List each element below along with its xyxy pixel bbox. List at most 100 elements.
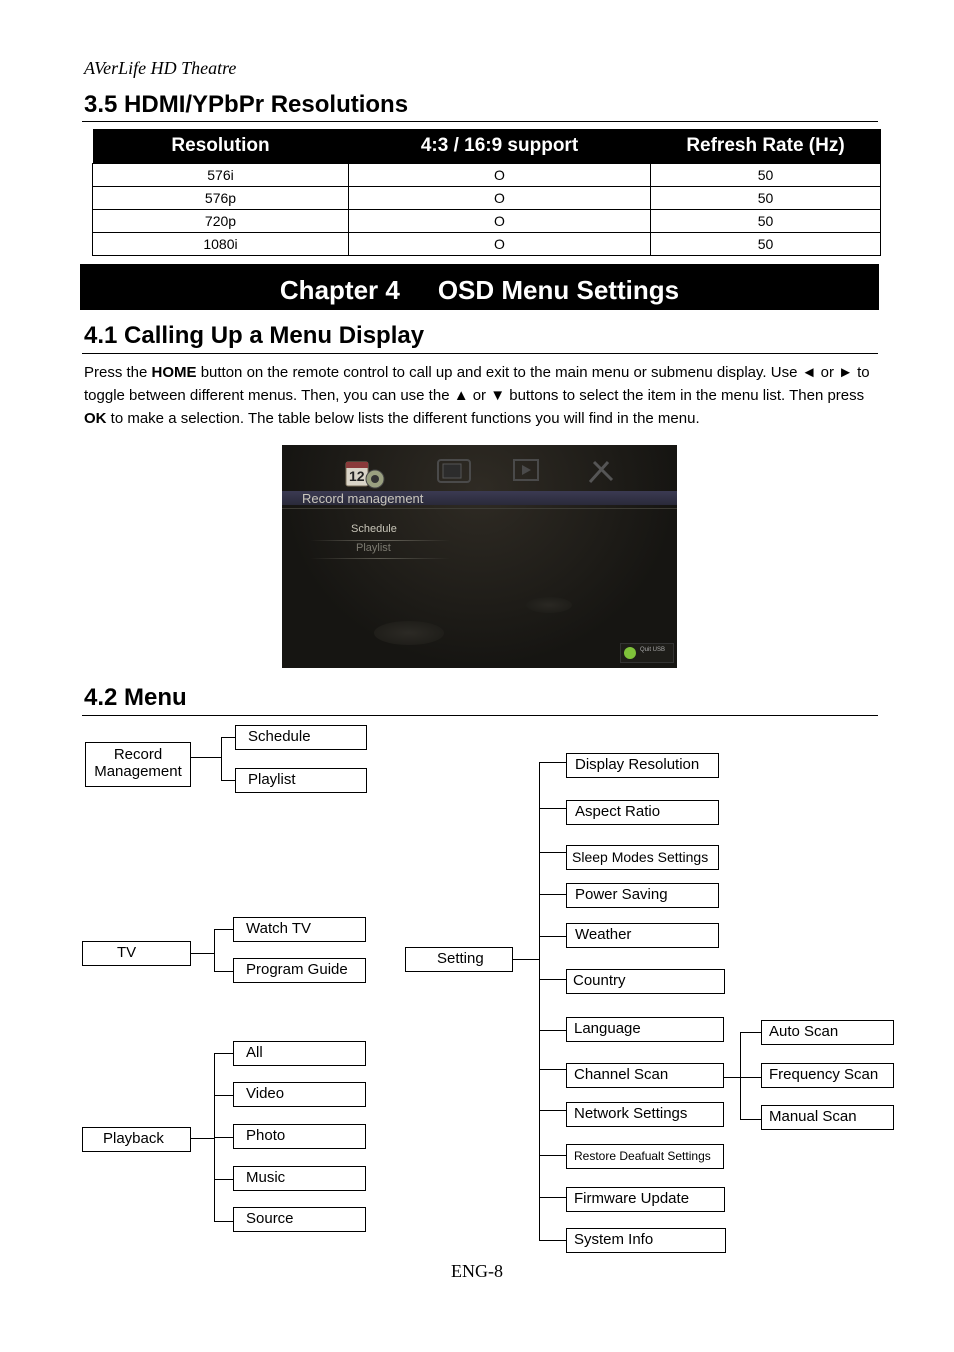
connector xyxy=(539,894,566,895)
section-4-2-title: 4.2 Menu xyxy=(84,684,187,712)
connector xyxy=(539,1197,566,1198)
connector xyxy=(214,1221,233,1222)
text: Press the xyxy=(84,364,152,381)
osd-menu-item-playlist[interactable]: Playlist xyxy=(356,542,391,554)
chapter-number: Chapter 4 xyxy=(280,275,400,305)
playback-icon xyxy=(510,456,550,486)
connector xyxy=(214,1053,233,1054)
tv-icon xyxy=(434,456,474,486)
tree-node-playback: Playback xyxy=(82,1127,191,1152)
tree-node-country: Country xyxy=(566,969,725,994)
table-row: 576i O 50 xyxy=(93,164,881,187)
tree-node-restore-default-settings: Restore Deafualt Settings xyxy=(566,1144,724,1169)
tree-node-network-settings: Network Settings xyxy=(566,1102,724,1127)
tree-node-channel-scan: Channel Scan xyxy=(566,1063,724,1088)
table-cell: 576i xyxy=(93,164,349,187)
tree-node-auto-scan: Auto Scan xyxy=(761,1020,894,1045)
col-header-resolution: Resolution xyxy=(93,129,349,164)
tree-node-schedule: Schedule xyxy=(235,725,367,750)
connector xyxy=(214,1137,233,1138)
tree-node-sleep-modes-settings: Sleep Modes Settings xyxy=(566,845,719,870)
chapter-banner: Chapter 4 OSD Menu Settings xyxy=(80,264,879,310)
table-cell: 1080i xyxy=(93,233,349,256)
table-cell: 50 xyxy=(651,233,881,256)
table-cell: 50 xyxy=(651,187,881,210)
connector xyxy=(740,1077,761,1078)
connector xyxy=(191,953,215,954)
divider xyxy=(282,508,677,509)
col-header-refresh: Refresh Rate (Hz) xyxy=(651,129,881,164)
tree-node-record-management: Record Management xyxy=(85,742,191,787)
text: button on the remote control to call up … xyxy=(84,364,870,404)
connector xyxy=(539,1155,566,1156)
section-rule xyxy=(82,121,878,122)
tree-node-music: Music xyxy=(233,1166,366,1191)
connector xyxy=(539,1110,566,1111)
connector xyxy=(539,762,566,763)
tree-node-setting: Setting xyxy=(405,947,513,972)
decorative-disc xyxy=(526,597,572,613)
tree-node-video: Video xyxy=(233,1082,366,1107)
tree-node-source: Source xyxy=(233,1207,366,1232)
osd-menu-title: Record management xyxy=(302,491,423,506)
table-cell: O xyxy=(349,164,651,187)
calendar-day: 12 xyxy=(349,468,365,484)
osd-menu-item-schedule[interactable]: Schedule xyxy=(351,523,397,535)
table-cell: 50 xyxy=(651,164,881,187)
tools-icon xyxy=(584,456,624,486)
tree-node-watch-tv: Watch TV xyxy=(233,917,366,942)
connector xyxy=(214,971,233,972)
connector xyxy=(191,1138,215,1139)
connector xyxy=(724,1077,741,1078)
chapter-title: OSD Menu Settings xyxy=(438,275,679,305)
connector xyxy=(221,737,235,738)
section-3-5-title: 3.5 HDMI/YPbPr Resolutions xyxy=(84,91,408,119)
table-row: 1080i O 50 xyxy=(93,233,881,256)
connector xyxy=(513,959,540,960)
home-key: HOME xyxy=(152,364,197,381)
section-rule xyxy=(82,353,878,354)
section-rule xyxy=(82,715,878,716)
resolution-table: Resolution 4:3 / 16:9 support Refresh Ra… xyxy=(92,129,881,256)
connector xyxy=(214,929,233,930)
decorative-disc xyxy=(374,621,444,645)
green-dot-icon xyxy=(624,647,636,659)
divider xyxy=(310,540,450,541)
table-cell: 576p xyxy=(93,187,349,210)
status-badge-label: Quit USB xyxy=(640,647,665,653)
connector xyxy=(539,808,566,809)
tree-node-firmware-update: Firmware Update xyxy=(566,1187,725,1212)
tree-node-all: All xyxy=(233,1041,366,1066)
osd-screenshot: 12 Record management Schedule Playlist Q… xyxy=(282,445,677,668)
table-cell: O xyxy=(349,210,651,233)
tree-node-program-guide: Program Guide xyxy=(233,958,366,983)
table-row: 576p O 50 xyxy=(93,187,881,210)
tree-node-photo: Photo xyxy=(233,1124,366,1149)
instructions-paragraph: Press the HOME button on the remote cont… xyxy=(84,361,878,430)
text: to make a selection. The table below lis… xyxy=(107,410,700,427)
connector xyxy=(740,1032,761,1033)
table-row: 720p O 50 xyxy=(93,210,881,233)
tree-node-display-resolution: Display Resolution xyxy=(566,753,719,778)
connector xyxy=(191,757,221,758)
connector xyxy=(539,1240,566,1241)
page-number: ENG-8 xyxy=(0,1261,954,1282)
calendar-icon: 12 xyxy=(344,456,384,486)
divider xyxy=(310,558,450,559)
section-4-1-title: 4.1 Calling Up a Menu Display xyxy=(84,322,424,350)
connector xyxy=(214,1179,233,1180)
connector xyxy=(539,852,566,853)
tree-node-aspect-ratio: Aspect Ratio xyxy=(566,800,719,825)
connector xyxy=(539,1069,566,1070)
connector xyxy=(214,929,215,972)
status-badge: Quit USB xyxy=(620,643,674,663)
tree-node-system-info: System Info xyxy=(566,1228,726,1253)
connector xyxy=(539,762,540,1241)
connector xyxy=(214,1095,233,1096)
table-cell: O xyxy=(349,233,651,256)
connector xyxy=(221,737,222,781)
tree-node-language: Language xyxy=(566,1017,724,1042)
tree-node-playlist: Playlist xyxy=(235,768,367,793)
tree-node-tv: TV xyxy=(82,941,191,966)
connector xyxy=(539,979,566,980)
